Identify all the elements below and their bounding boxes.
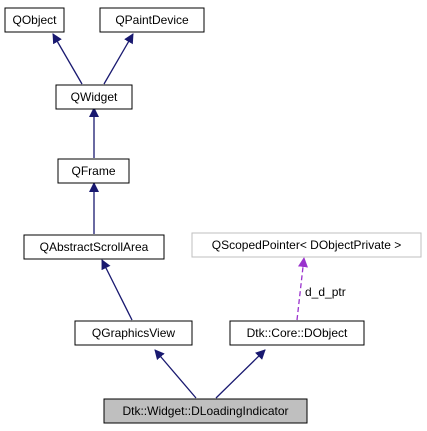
node-label: QPaintDevice (115, 13, 189, 27)
edge-qwidget-to-qpaintdevice (103, 33, 134, 85)
node-label: QFrame (71, 164, 115, 178)
node-label: Dtk::Widget::DLoadingIndicator (122, 404, 288, 418)
edge-qwidget-to-qobject (52, 33, 83, 85)
node-label: QWidget (71, 90, 118, 104)
edge-dloadingindicator-to-qgraphicsview (154, 349, 197, 399)
node-label: Dtk::Core::DObject (247, 326, 348, 340)
node-qwidget[interactable]: QWidget (55, 84, 133, 110)
node-qscopedpointer[interactable]: QScopedPointer< DObjectPrivate > (191, 232, 422, 258)
node-qframe[interactable]: QFrame (57, 158, 130, 184)
edge-dloadingindicator-to-dobject (215, 349, 266, 399)
node-dloadingindicator[interactable]: Dtk::Widget::DLoadingIndicator (103, 398, 308, 424)
edge-label-d-d-ptr: d_d_ptr (305, 285, 346, 299)
node-label: QObject (12, 13, 57, 27)
node-qpaintdevice[interactable]: QPaintDevice (99, 7, 205, 33)
node-qgraphicsview[interactable]: QGraphicsView (74, 320, 193, 346)
node-qobject[interactable]: QObject (4, 7, 65, 33)
node-qabstractscrollarea[interactable]: QAbstractScrollArea (23, 234, 165, 260)
node-label: QGraphicsView (92, 326, 175, 340)
edge-dobject-to-qscopedpointer (296, 257, 308, 321)
node-dobject[interactable]: Dtk::Core::DObject (229, 320, 365, 346)
node-label: QScopedPointer< DObjectPrivate > (212, 238, 401, 252)
node-label: QAbstractScrollArea (40, 240, 149, 254)
edge-qgraphicsview-to-qabstractscrollarea (101, 259, 133, 321)
